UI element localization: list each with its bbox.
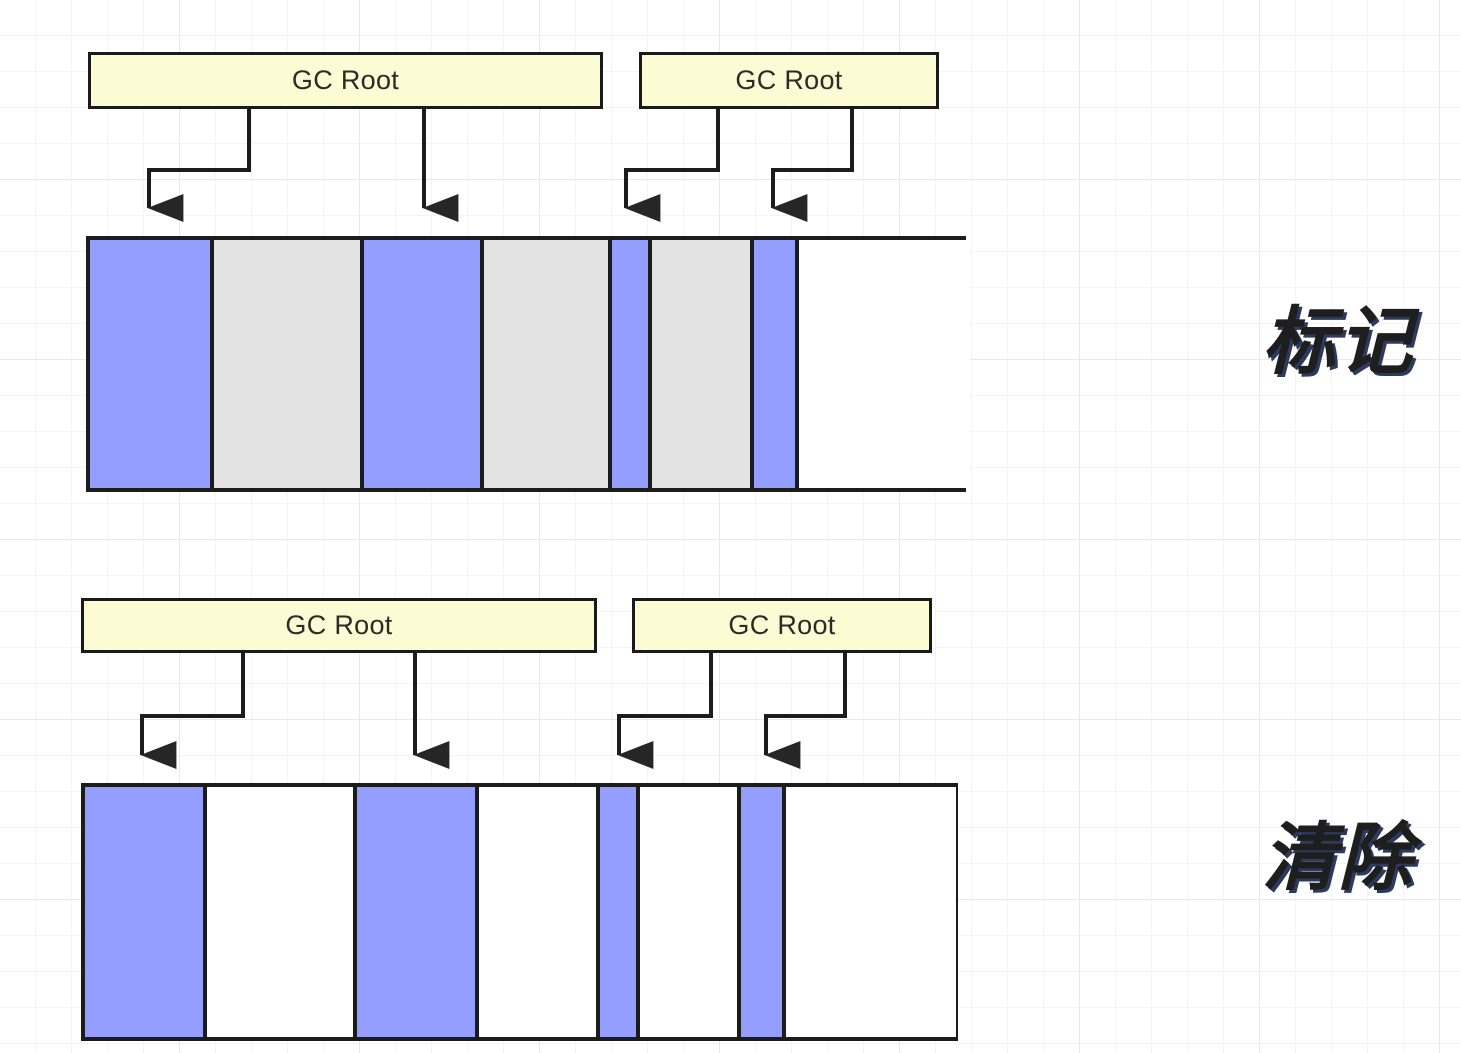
memory-block-marked xyxy=(754,240,799,488)
memory-block-marked xyxy=(90,240,214,488)
stage-label: 标记 xyxy=(1262,299,1414,385)
memory-block-free xyxy=(786,787,956,1037)
gc-root-reference-arrow xyxy=(624,109,720,222)
memory-bar-mark xyxy=(86,236,970,492)
gc-root-reference-arrow xyxy=(771,109,854,222)
memory-bar-sweep xyxy=(81,783,958,1041)
gc-root-reference-arrow xyxy=(140,653,245,769)
memory-block-garbage xyxy=(652,240,754,488)
gc-root-box: GC Root xyxy=(81,598,597,653)
gc-root-box: GC Root xyxy=(88,52,603,109)
memory-block-free xyxy=(479,787,600,1037)
gc-root-reference-arrow xyxy=(617,653,713,769)
memory-block-marked xyxy=(612,240,652,488)
memory-block-garbage xyxy=(484,240,612,488)
memory-block-marked xyxy=(364,240,484,488)
gc-root-reference-arrow xyxy=(147,109,251,222)
gc-root-box: GC Root xyxy=(639,52,939,109)
memory-block-free xyxy=(640,787,741,1037)
memory-block-free xyxy=(207,787,357,1037)
gc-root-reference-arrow xyxy=(764,653,847,769)
gc-root-box: GC Root xyxy=(632,598,932,653)
memory-block-free xyxy=(799,240,970,488)
memory-block-garbage xyxy=(214,240,364,488)
stage-label: 清除 xyxy=(1262,815,1414,901)
memory-block-marked xyxy=(600,787,640,1037)
memory-block-marked xyxy=(741,787,786,1037)
memory-block-marked xyxy=(85,787,207,1037)
memory-block-marked xyxy=(357,787,479,1037)
